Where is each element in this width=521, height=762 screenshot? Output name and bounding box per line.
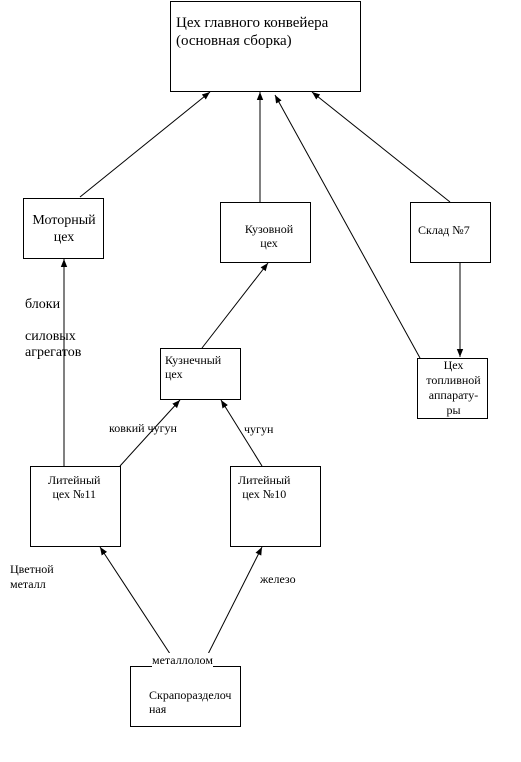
node-fuel-equipment-shop: Цех топливной аппарату- ры	[417, 358, 488, 419]
edge-label-nonferrous-metal: Цветной металл	[10, 562, 54, 591]
arrow-warehouse-to-main	[311, 91, 451, 203]
node-body-shop-label: Кузовной цех	[244, 222, 294, 251]
node-foundry-11: Литейный цех №11	[30, 466, 121, 547]
node-main-assembly: Цех главного конвейера (основная сборка)	[170, 1, 361, 92]
arrow-scrap-to-foundry10	[201, 546, 263, 667]
node-foundry-10-label: Литейный цех №10	[238, 473, 291, 502]
edge-label-cast-iron: чугун	[244, 422, 274, 436]
node-scrap-sorting: Скрапоразделоч ная	[130, 666, 241, 727]
node-fuel-equipment-shop-label: Цех топливной аппарату- ры	[426, 358, 481, 417]
arrow-foundry11-to-forge	[119, 399, 181, 467]
arrow-forge-to-body	[201, 262, 269, 349]
arrow-foundry10-to-forge	[220, 399, 263, 467]
node-motor-shop-label: Моторный цех	[32, 213, 96, 245]
node-scrap-sorting-label: Скрапоразделоч ная	[149, 688, 232, 717]
node-foundry-10: Литейный цех №10	[230, 466, 321, 547]
edge-label-engine-blocks: блоки силовых агрегатов	[25, 297, 82, 361]
edge-label-scrap-metal: металлолом	[152, 653, 213, 668]
node-main-assembly-label: Цех главного конвейера (основная сборка)	[176, 15, 329, 49]
edge-label-malleable-iron: ковкий чугун	[109, 421, 177, 435]
edge-label-iron: железо	[260, 572, 296, 586]
arrow-motor-to-main	[79, 91, 211, 198]
node-forge-shop-label: Кузнечный цех	[165, 353, 222, 382]
node-warehouse-7: Склад №7	[410, 202, 491, 263]
node-body-shop: Кузовной цех	[220, 202, 311, 263]
node-warehouse-7-label: Склад №7	[418, 223, 470, 237]
arrow-fuel-to-main	[274, 94, 421, 359]
node-forge-shop: Кузнечный цех	[160, 348, 241, 400]
node-motor-shop: Моторный цех	[23, 198, 104, 259]
node-foundry-11-label: Литейный цех №11	[48, 473, 101, 502]
arrow-scrap-to-foundry11	[99, 546, 179, 667]
